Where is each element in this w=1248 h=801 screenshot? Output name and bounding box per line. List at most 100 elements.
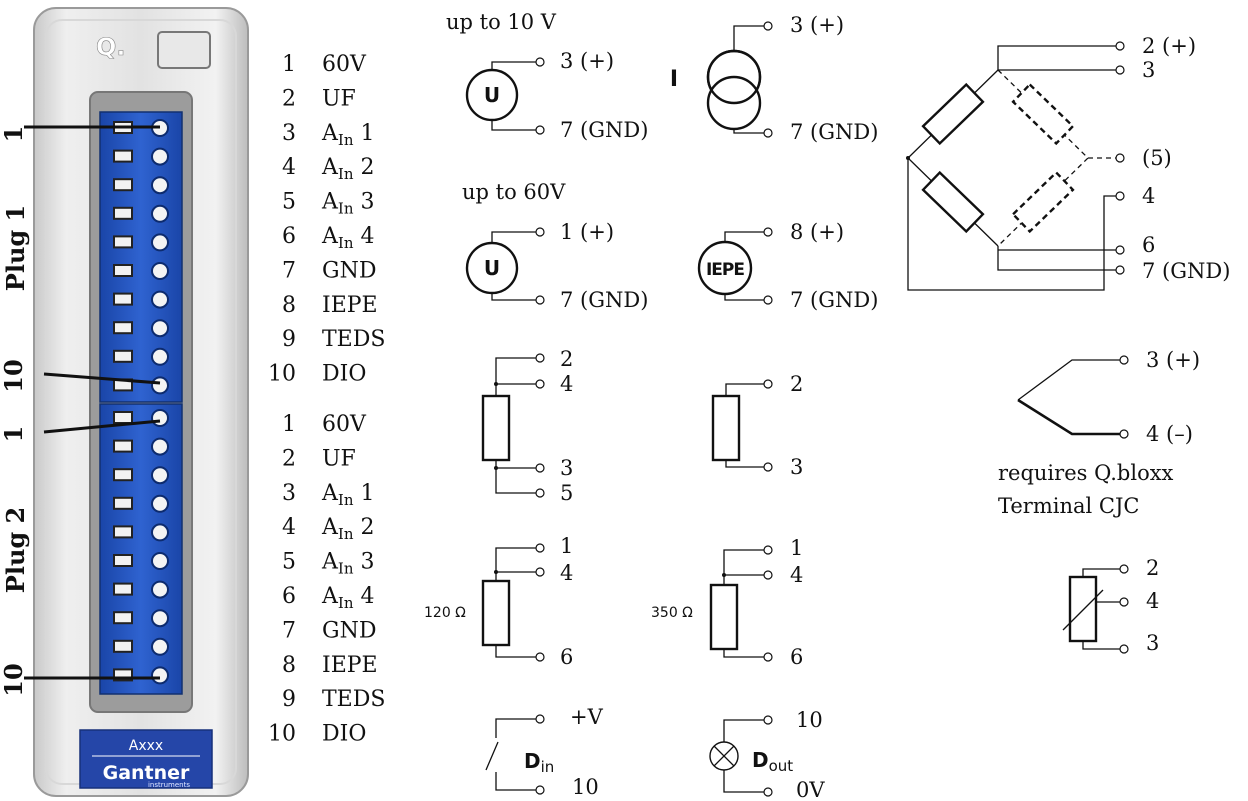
wire-slot	[113, 668, 133, 682]
dout-terminal-a: 10	[796, 708, 823, 732]
dout-symbol: Dout	[752, 748, 793, 775]
plug2-pin10-marker: 10	[0, 663, 28, 696]
pin-number: 10	[268, 722, 296, 747]
wire-slot	[113, 206, 133, 220]
pin-number: 8	[282, 653, 296, 678]
res4-terminal-a: 2	[560, 347, 573, 371]
pin-label-plug1-7: GND	[322, 258, 376, 283]
plug2-label: Plug 2	[1, 507, 30, 593]
screw-terminal	[151, 204, 169, 223]
wire-slot	[113, 554, 133, 567]
screw-terminal	[151, 580, 169, 599]
pin-number: 4	[282, 155, 296, 180]
pin-label-plug2-10: DIO	[322, 722, 366, 747]
dout-terminal-b: 0V	[796, 778, 825, 801]
pin-number: 6	[282, 224, 296, 249]
pot-terminal-a: 2	[1146, 556, 1159, 580]
pin-number: 3	[282, 121, 296, 146]
quarter120-terminal-a: 1	[560, 534, 573, 558]
wire-slot	[113, 178, 133, 192]
plug1-pin1-marker: 1	[0, 126, 28, 143]
screw-terminal	[151, 609, 169, 628]
pin-label-plug2-9: TEDS	[322, 687, 385, 712]
pin-number: 5	[282, 190, 296, 215]
digital-output-circuit: Dout 10 0V	[709, 708, 825, 801]
plug2-connector	[99, 403, 183, 695]
device-badge: Q.	[96, 33, 126, 61]
pin-label-plug1-1: 60V	[322, 52, 367, 77]
res4-terminal-d: 5	[560, 481, 573, 505]
plug1-pin10-marker: 10	[0, 359, 28, 392]
pot-terminal-c: 3	[1146, 631, 1159, 655]
wire-slot	[113, 321, 133, 335]
brand-subtitle: instruments	[148, 781, 190, 789]
screw-terminal	[151, 552, 169, 570]
pin-markers	[24, 125, 161, 680]
wire-slot	[113, 292, 133, 306]
pin-label-plug2-3: AIn 1	[321, 481, 374, 509]
current-terminal-plus: 3 (+)	[790, 13, 844, 37]
res4-terminal-c: 3	[560, 456, 573, 480]
pin-number: 7	[282, 618, 296, 643]
screw-terminal	[151, 494, 169, 513]
wire-slot	[113, 439, 133, 453]
tc-note-line2: Terminal CJC	[998, 494, 1139, 518]
resistance-2wire-circuit: 2 3	[711, 372, 803, 479]
wire-slot	[113, 611, 133, 625]
pin-label-plug2-8: IEPE	[322, 653, 378, 678]
res4-terminal-b: 4	[560, 372, 573, 396]
pin-label-plug1-3: AIn 1	[321, 121, 374, 149]
pin-label-plug2-1: 60V	[322, 412, 367, 437]
pin-number: 2	[282, 446, 296, 471]
screw-terminal	[151, 319, 169, 338]
pot-terminal-b: 4	[1146, 589, 1159, 613]
voltage-60v-circuit: up to 60V U 1 (+) 7 (GND)	[462, 180, 648, 312]
voltage10-caption: up to 10 V	[446, 10, 557, 34]
screw-terminal	[151, 666, 169, 685]
plug1-connector	[99, 111, 183, 403]
bridge-circuit: 2 (+) 3 (5) 4 6 7 (GND)	[906, 34, 1230, 291]
screw-terminal	[151, 409, 169, 427]
device-label-plate	[79, 729, 213, 789]
screw-terminal	[151, 376, 169, 395]
quarter120-terminal-b: 4	[560, 561, 573, 585]
device-window	[157, 31, 211, 69]
resistance-4wire-circuit: 2 4 3 5	[481, 347, 573, 505]
bridge-terminal-a: 2 (+)	[1142, 34, 1196, 58]
pin-label-plug2-2: UF	[322, 446, 356, 471]
pin-label-plug2-7: GND	[322, 618, 376, 643]
pin-number: 10	[268, 362, 296, 387]
pin-number: 7	[282, 258, 296, 283]
screw-terminal	[151, 233, 169, 252]
quarter350-terminal-b: 4	[790, 563, 803, 587]
bridge-terminal-c: (5)	[1142, 146, 1172, 170]
wire-slot	[113, 149, 133, 163]
pin-number: 1	[282, 52, 296, 77]
pin-label-plug1-4: AIn 2	[321, 155, 374, 183]
current-symbol: I	[670, 67, 678, 92]
quarter350-terminal-a: 1	[790, 536, 803, 560]
bridge-terminal-f: 7 (GND)	[1142, 259, 1230, 283]
tc-note-line1: requires Q.bloxx	[998, 461, 1174, 485]
quarter-bridge-120-circuit: 120 Ω 1 4 6	[424, 534, 573, 669]
pin-label-plug2-6: AIn 4	[321, 584, 374, 612]
pin-label-plug2-4: AIn 2	[321, 515, 374, 543]
screw-terminal	[151, 176, 169, 195]
wire-slot	[113, 468, 133, 482]
screw-terminal	[151, 437, 169, 456]
wire-slot	[113, 349, 133, 363]
voltage-10v-circuit: up to 10 V U 3 (+) 7 (GND)	[446, 10, 648, 142]
quarter120-terminal-c: 6	[560, 645, 573, 669]
voltage60-terminal-plus: 1 (+)	[560, 220, 614, 244]
wire-slot	[113, 525, 133, 539]
wire-slot	[113, 411, 133, 424]
plug2-pin1-marker: 1	[0, 426, 28, 443]
pin-label-plug1-6: AIn 4	[321, 224, 374, 252]
screw-terminal	[151, 290, 169, 309]
bridge-terminal-d: 4	[1142, 184, 1155, 208]
wire-slot	[113, 639, 133, 653]
pin-label-plug1-2: UF	[322, 86, 356, 111]
screw-terminal	[151, 637, 169, 656]
